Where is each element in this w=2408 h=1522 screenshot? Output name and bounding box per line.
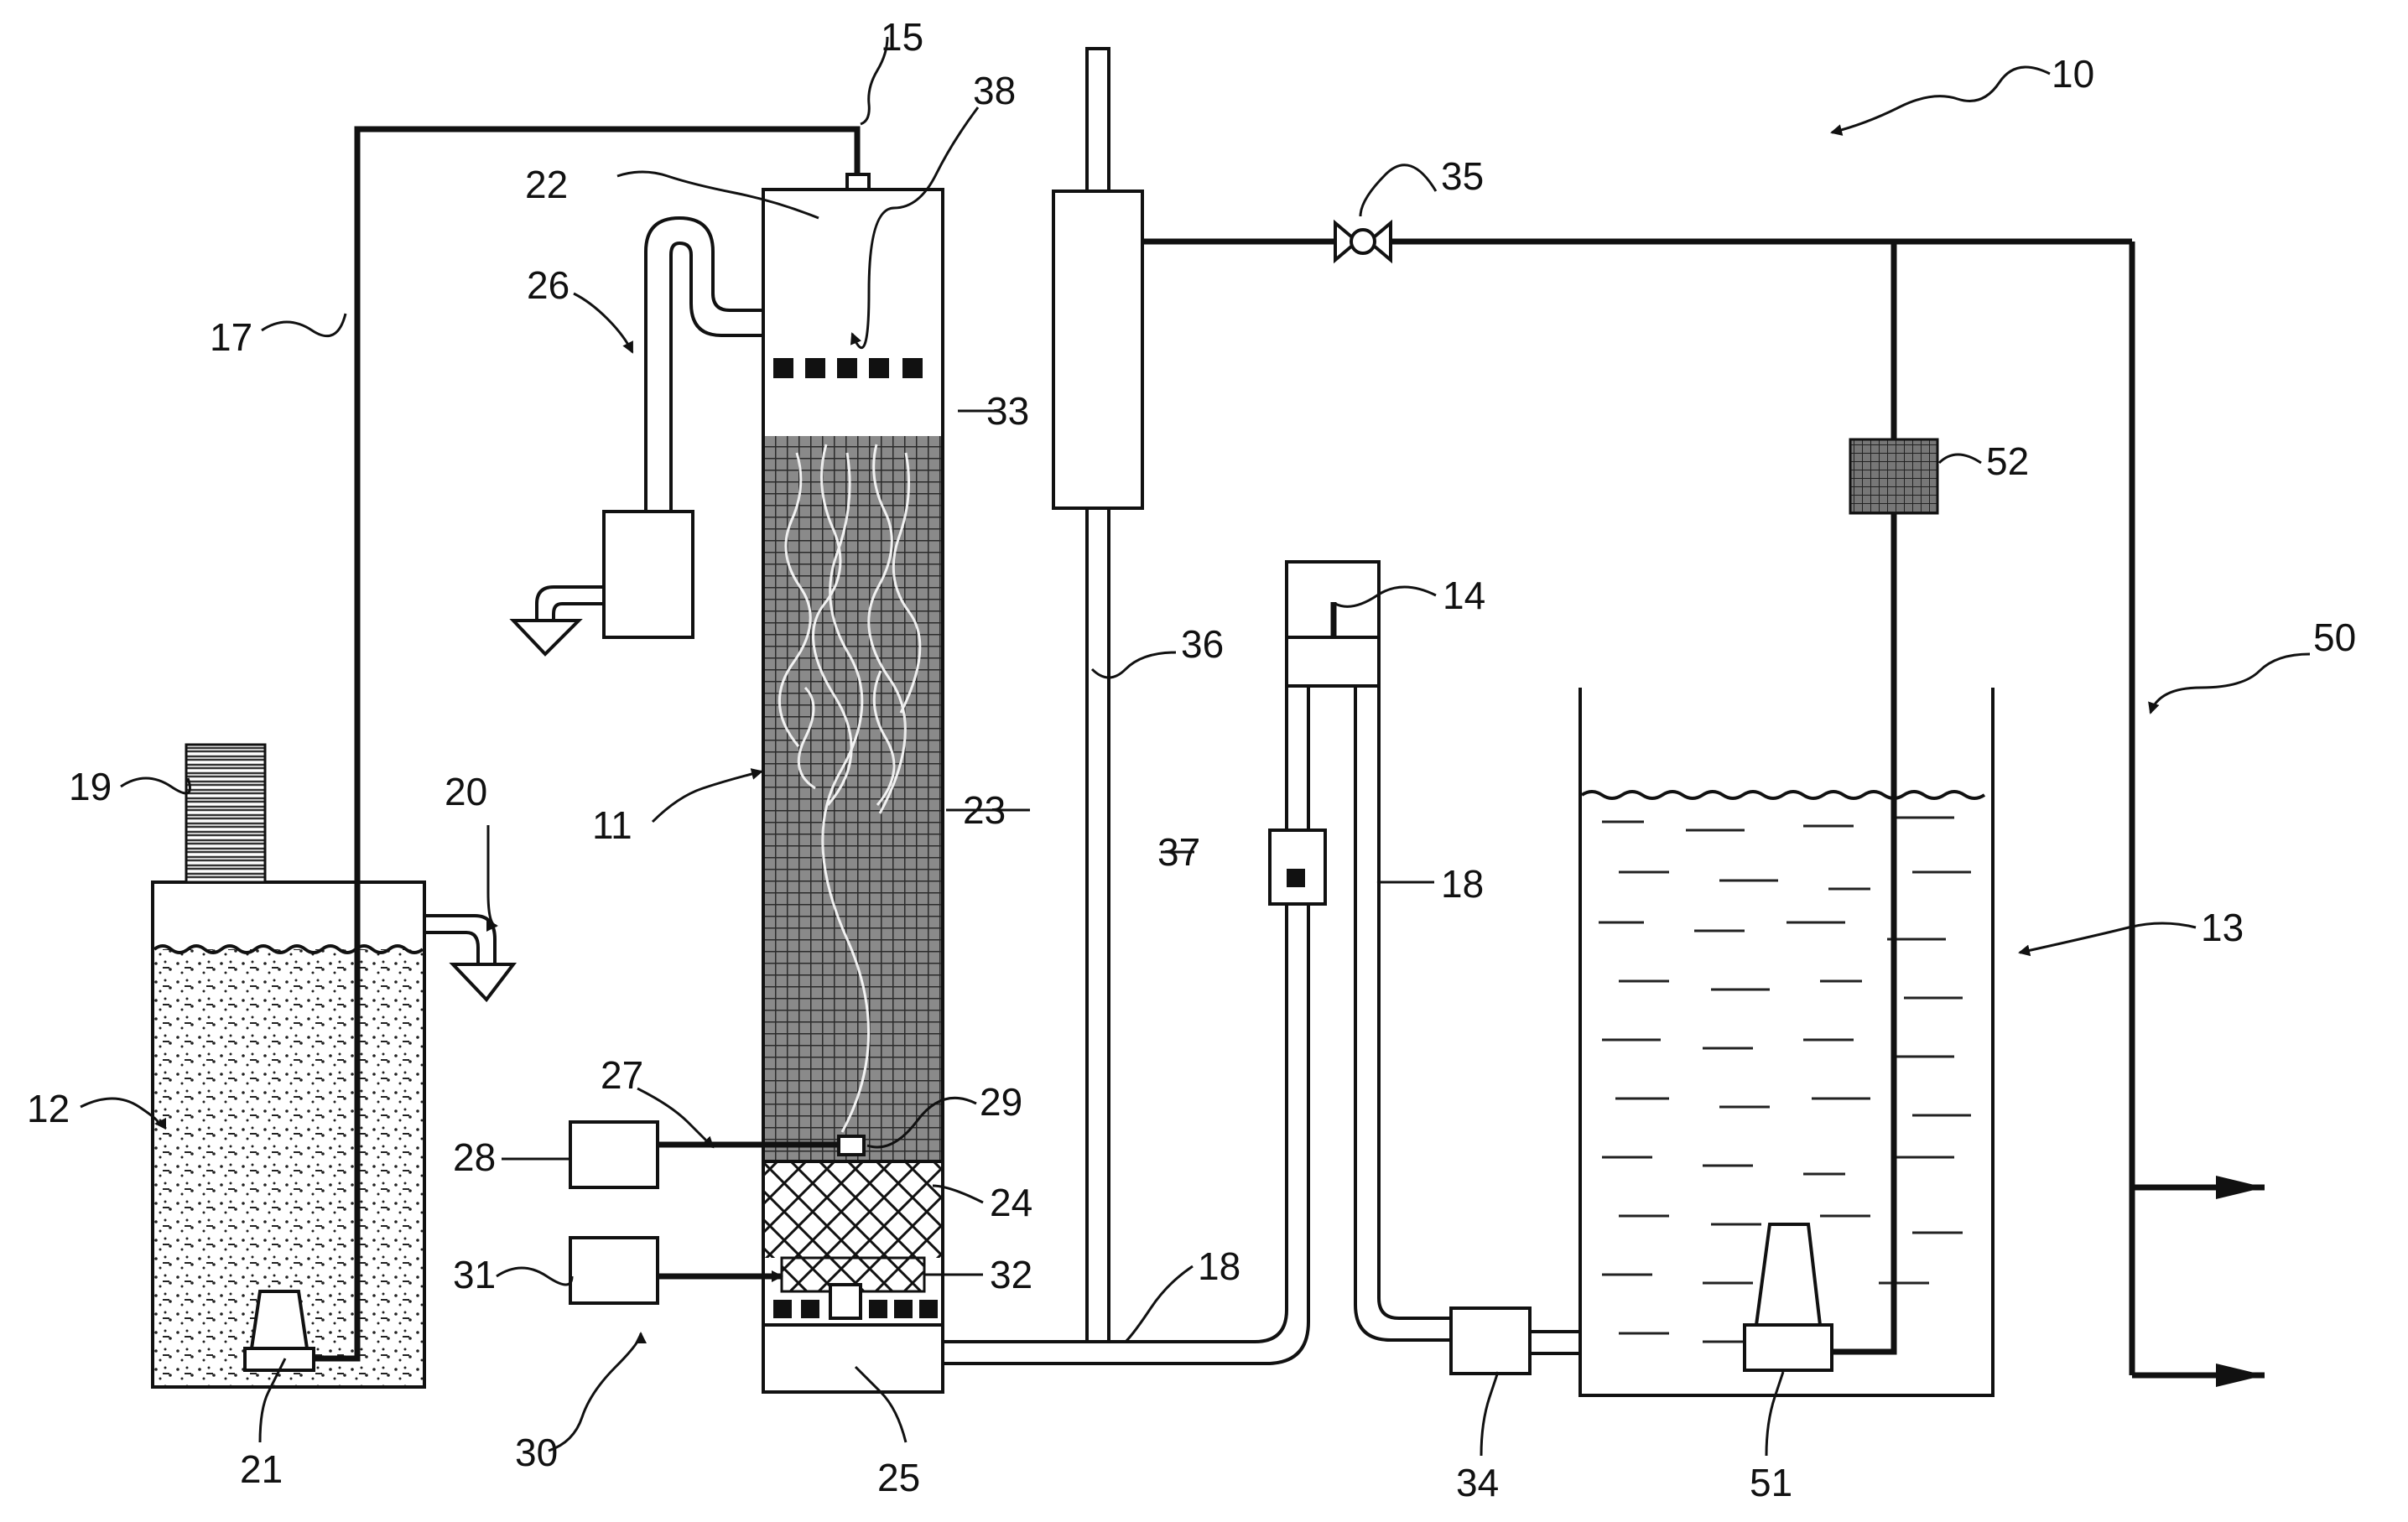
label-38: 38	[973, 69, 1016, 112]
label-23: 23	[963, 788, 1006, 832]
label-20: 20	[445, 770, 487, 813]
label-27: 27	[601, 1053, 643, 1097]
label-52: 52	[1986, 439, 2029, 483]
label-18b: 18	[1198, 1244, 1240, 1288]
label-30: 30	[515, 1431, 558, 1474]
label-32: 32	[990, 1253, 1032, 1296]
label-36: 36	[1181, 622, 1224, 666]
unit-28	[569, 1120, 659, 1189]
label-25: 25	[877, 1456, 920, 1499]
column-11	[762, 188, 944, 1394]
label-10: 10	[2052, 52, 2094, 96]
bottom-plate	[773, 1283, 938, 1320]
pipe-18	[943, 560, 1607, 1375]
tank-13	[1578, 252, 1995, 1397]
distributor-38	[773, 358, 923, 378]
label-29: 29	[980, 1080, 1022, 1124]
label-34: 34	[1456, 1461, 1499, 1504]
label-22: 22	[525, 163, 568, 206]
line-17	[314, 126, 861, 1362]
label-13: 13	[2201, 906, 2244, 949]
label-15: 15	[881, 15, 923, 59]
gas-outlet-26	[509, 216, 763, 657]
label-51: 51	[1750, 1461, 1792, 1504]
label-35: 35	[1441, 154, 1484, 198]
label-18a: 18	[1441, 862, 1484, 906]
label-12: 12	[27, 1087, 70, 1130]
label-50: 50	[2313, 616, 2356, 659]
label-28: 28	[453, 1135, 496, 1179]
outlet-line-50	[1142, 219, 2265, 1387]
reference-labels: 10 11 12 13 14 15 17 18 18 19 20 21 22 2…	[27, 15, 2356, 1504]
label-33: 33	[986, 389, 1029, 433]
unit-31	[569, 1236, 659, 1305]
label-11: 11	[592, 803, 632, 847]
vessel-36	[1052, 47, 1144, 1342]
label-14: 14	[1443, 574, 1485, 617]
tank-12	[151, 743, 517, 1389]
label-19: 19	[69, 765, 112, 808]
label-24: 24	[990, 1181, 1032, 1224]
label-21: 21	[240, 1447, 283, 1491]
leader-lines	[80, 36, 2311, 1457]
label-17: 17	[210, 315, 252, 359]
label-31: 31	[453, 1253, 496, 1296]
label-37: 37	[1157, 830, 1200, 874]
label-26: 26	[527, 263, 569, 307]
